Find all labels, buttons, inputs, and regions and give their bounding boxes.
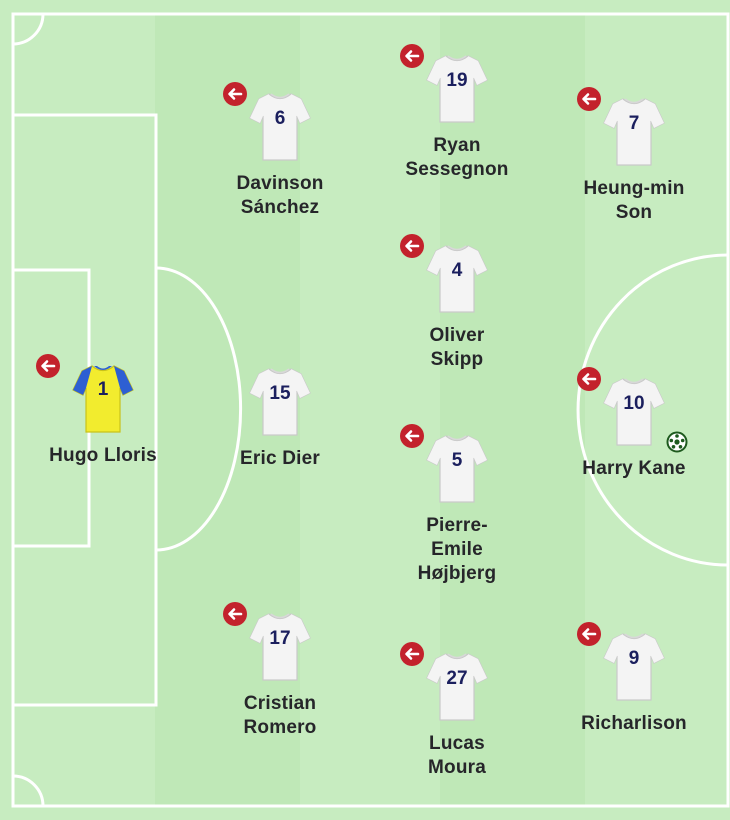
player-name: Eric Dier: [240, 448, 320, 469]
penalty-arc-line: [155, 266, 243, 552]
shirt-icon: 15: [249, 365, 311, 437]
shirt-number: 10: [623, 393, 645, 414]
football-goal-icon: [666, 431, 688, 453]
shirt-number: 5: [451, 450, 463, 471]
shirt-icon: 17: [249, 610, 311, 682]
shirt-number: 27: [446, 668, 468, 689]
substitution-off-icon[interactable]: [223, 82, 247, 106]
shirt-icon: 6: [249, 90, 311, 162]
shirt-icon: 9: [603, 630, 665, 702]
shirt-number: 7: [628, 113, 640, 134]
shirt-icon: 4: [426, 242, 488, 314]
goalkeeper-shirt-icon: 1: [72, 362, 134, 434]
shirt-number: 19: [446, 70, 468, 91]
shirt-icon: 27: [426, 650, 488, 722]
substitution-off-icon[interactable]: [223, 602, 247, 626]
substitution-off-icon[interactable]: [400, 642, 424, 666]
shirt-icon: 5: [426, 432, 488, 504]
center-circle-line: [576, 253, 729, 567]
shirt-number: 1: [97, 379, 109, 400]
shirt-icon: 19: [426, 52, 488, 124]
substitution-off-icon[interactable]: [400, 424, 424, 448]
player-name: Heung-min Son: [583, 178, 685, 223]
player-name: Pierre-Emile Højbjerg: [417, 515, 497, 584]
player-name: Richarlison: [581, 713, 687, 734]
substitution-off-icon[interactable]: [577, 622, 601, 646]
substitution-off-icon[interactable]: [36, 354, 60, 378]
corner-arc-line: [12, 13, 45, 46]
player-name: Davinson Sánchez: [236, 173, 324, 218]
substitution-off-icon[interactable]: [577, 367, 601, 391]
substitution-off-icon[interactable]: [400, 44, 424, 68]
substitution-off-icon[interactable]: [577, 87, 601, 111]
shirt-number: 9: [628, 648, 640, 669]
player-name: Oliver Skipp: [429, 325, 485, 370]
substitution-off-icon[interactable]: [400, 234, 424, 258]
shirt-number: 4: [451, 260, 463, 281]
shirt-icon: 7: [603, 95, 665, 167]
player-name: Lucas Moura: [428, 733, 486, 778]
shirt-icon: 10: [603, 375, 665, 447]
corner-arc-line: [12, 774, 45, 807]
player-name: Ryan Sessegnon: [405, 135, 509, 180]
player-name: Cristian Romero: [243, 693, 317, 738]
shirt-number: 17: [269, 628, 291, 649]
shirt-number: 6: [274, 108, 286, 129]
player-name: Hugo Lloris: [49, 445, 157, 466]
player-name: Harry Kane: [582, 458, 686, 479]
shirt-number: 15: [269, 383, 291, 404]
